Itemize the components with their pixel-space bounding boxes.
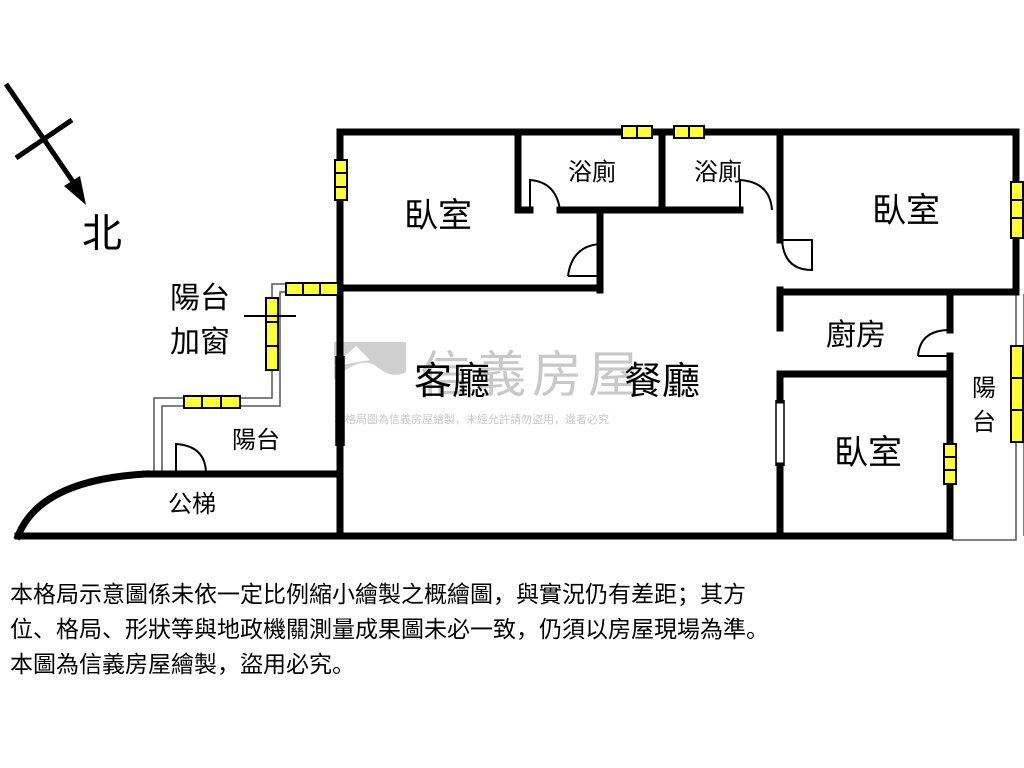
room-label-public-stairs: 公梯 (168, 490, 216, 518)
room-label-balcony-left: 陽台 (232, 426, 280, 454)
north-label: 北 (82, 211, 122, 257)
watermark-logo (334, 342, 406, 402)
room-label-balcony-right-2: 台 (972, 408, 996, 436)
room-label-kitchen: 廚房 (826, 318, 886, 353)
balcony-railings (153, 283, 1024, 541)
floor-plan: 信義房屋 本格局圖為信義房屋繪製，未經允許請勿盜用，違者必究 北 (3, 82, 1024, 541)
room-label-bathroom-left: 浴廁 (568, 158, 616, 186)
watermark-notice: 本格局圖為信義房屋繪製，未經允許請勿盜用，違者必究 (334, 412, 609, 426)
room-label-balcony-right-1: 陽 (972, 374, 996, 402)
disclaimer-line: 本格局示意圖係未依一定比例縮小繪製之概繪圖，與實況仍有差距；其方 (10, 582, 746, 608)
disclaimer-line: 本圖為信義房屋繪製，盜用必究。 (10, 652, 355, 678)
door-swings (175, 178, 951, 475)
windows (183, 125, 1024, 485)
sliding-doors (335, 356, 785, 466)
room-label-dining-room: 餐廳 (624, 359, 700, 403)
walls (13, 128, 1020, 541)
room-label-living-room: 客廳 (414, 359, 490, 403)
balcony-window-label-2: 加窗 (170, 325, 230, 360)
watermark-brand: 信義房屋 (420, 346, 644, 404)
north-arrow-icon (3, 82, 86, 205)
disclaimer-line: 位、格局、形狀等與地政機關測量成果圖未必一致，仍須以房屋現場為準。 (10, 617, 769, 643)
room-label-bedroom-top-right: 臥室 (872, 191, 940, 231)
disclaimer-notice: 本格局示意圖係未依一定比例縮小繪製之概繪圖，與實況仍有差距；其方 位、格局、形狀… (10, 578, 1014, 683)
balcony-window-label-1: 陽台 (170, 281, 230, 316)
room-label-bathroom-right: 浴廁 (694, 158, 742, 186)
room-label-bedroom-top-left: 臥室 (404, 196, 472, 236)
room-label-bedroom-bottom: 臥室 (834, 433, 902, 473)
